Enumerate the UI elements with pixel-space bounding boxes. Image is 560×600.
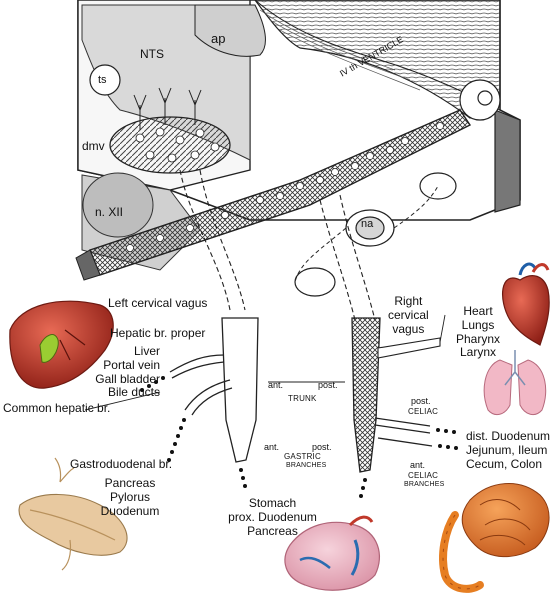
liver-illustration — [9, 300, 114, 389]
label-celiac-post-celiac: CELIAC — [408, 407, 439, 416]
label-trunk-ant: ant. — [268, 380, 284, 390]
label-ts: ts — [98, 74, 107, 86]
label-celiac-branches: BRANCHES — [404, 481, 445, 488]
label-celiac-ant-celiac: CELIAC — [408, 471, 439, 480]
label-trunk: TRUNK — [288, 394, 317, 403]
label-gastric: GASTRIC — [284, 452, 321, 461]
label-nts: NTS — [140, 47, 164, 61]
label-intestine-group: dist. Duodenum Jejunum, Ileum Cecum, Col… — [466, 429, 551, 471]
label-dmv: dmv — [82, 139, 105, 153]
label-thoracic-group: Heart Lungs Pharynx Larynx — [455, 304, 501, 360]
label-common-hepatic: Common hepatic br. — [3, 401, 111, 415]
label-ap: ap — [211, 31, 226, 46]
label-left-cervical-vagus: Left cervical vagus — [108, 296, 208, 310]
label-right-cervical-vagus: Right cervical vagus — [388, 294, 429, 336]
pancreas-illustration — [18, 457, 128, 571]
label-gastric-post: post. — [312, 442, 332, 452]
label-trunk-post: post. — [318, 380, 338, 390]
label-pancreas-group: Pancreas Pylorus Duodenum — [100, 476, 160, 518]
label-celiac-ant: ant. — [410, 460, 426, 470]
lungs-illustration — [483, 350, 547, 416]
vagus-trunks — [84, 169, 458, 498]
label-n-xii: n. XII — [95, 205, 124, 219]
label-liver-group: Liver Portal vein Gall bladder Bile duct… — [95, 344, 160, 400]
brainstem-block — [75, 0, 521, 297]
label-stomach-group: Stomach prox. Duodenum Pancreas — [228, 496, 317, 538]
heart-illustration — [502, 262, 550, 346]
label-hepatic-proper: Hepatic br. proper — [110, 326, 206, 340]
stomach-illustration — [284, 515, 380, 591]
label-gastric-branches: BRANCHES — [286, 462, 327, 469]
intestines-illustration — [439, 483, 550, 593]
label-na: na — [361, 218, 374, 230]
label-gastroduodenal: Gastroduodenal br. — [70, 457, 173, 471]
label-celiac-post: post. — [411, 396, 431, 406]
label-gastric-ant: ant. — [264, 442, 280, 452]
